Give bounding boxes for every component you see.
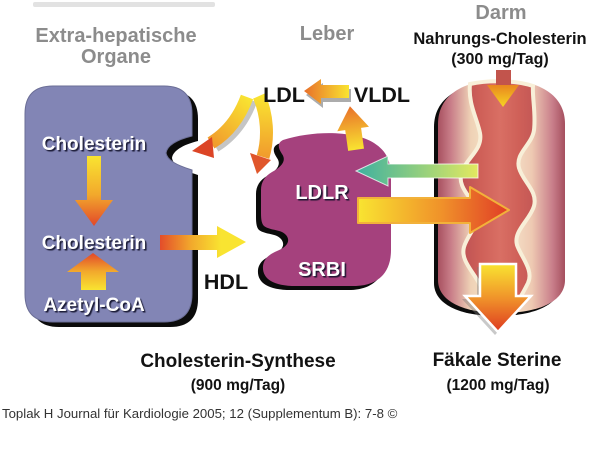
intestine-to-liver-arrow xyxy=(354,155,479,187)
label-hdl: HDL xyxy=(204,270,248,294)
ldl-to-liver-arrowhead xyxy=(250,153,271,174)
heading-darm: Darm xyxy=(475,2,526,24)
dietary-arrow-stub xyxy=(496,70,511,86)
fecal-sterols-arrow xyxy=(462,262,534,334)
ldl-curved-arrows xyxy=(192,93,273,174)
liver-to-intestine-arrow xyxy=(357,186,510,234)
dietary-arrowhead xyxy=(487,85,519,107)
label-cholesterin-top: Cholesterin xyxy=(42,134,147,155)
label-faekale-sterine: Fäkale Sterine xyxy=(433,350,562,371)
label-ldl: LDL xyxy=(263,83,305,107)
label-synthese-amount: (900 mg/Tag) xyxy=(191,377,285,394)
label-ldlr: LDLR xyxy=(295,182,349,204)
ldl-to-liver-curve xyxy=(252,93,273,159)
liver-to-vldl-arrow xyxy=(337,106,369,151)
heading-leber: Leber xyxy=(300,23,355,45)
intestine-shape xyxy=(434,79,565,316)
label-azetyl-coa: Azetyl-CoA xyxy=(43,295,145,316)
azetyl-up-arrow xyxy=(67,253,119,290)
citation-text: Toplak H Journal für Kardiologie 2005; 1… xyxy=(2,406,398,421)
label-vldl: VLDL xyxy=(354,83,410,107)
heading-extra-hepatic-line1: Extra-hepatische xyxy=(35,25,196,47)
heading-extra-hepatic-line2: Organe xyxy=(81,46,151,68)
label-cholesterin-bottom: Cholesterin xyxy=(42,233,147,254)
vldl-to-ldl-arrow xyxy=(304,79,349,104)
scan-artifact-streak xyxy=(33,2,215,7)
label-faekale-amount: (1200 mg/Tag) xyxy=(446,377,549,394)
cholesterin-down-arrow xyxy=(75,156,113,226)
hdl-arrow xyxy=(160,226,246,258)
label-srbi: SRBI xyxy=(298,259,346,281)
organ-box xyxy=(24,85,198,327)
label-nahrungs-amount: (300 mg/Tag) xyxy=(451,51,549,68)
label-cholesterin-synthese: Cholesterin-Synthese xyxy=(140,351,335,372)
dietary-cholesterol-arrow xyxy=(487,70,519,107)
label-nahrungs-cholesterin: Nahrungs-Cholesterin xyxy=(413,30,586,48)
ldl-to-organs-arrowhead xyxy=(192,137,214,158)
ldl-to-organs-curve xyxy=(207,94,254,149)
